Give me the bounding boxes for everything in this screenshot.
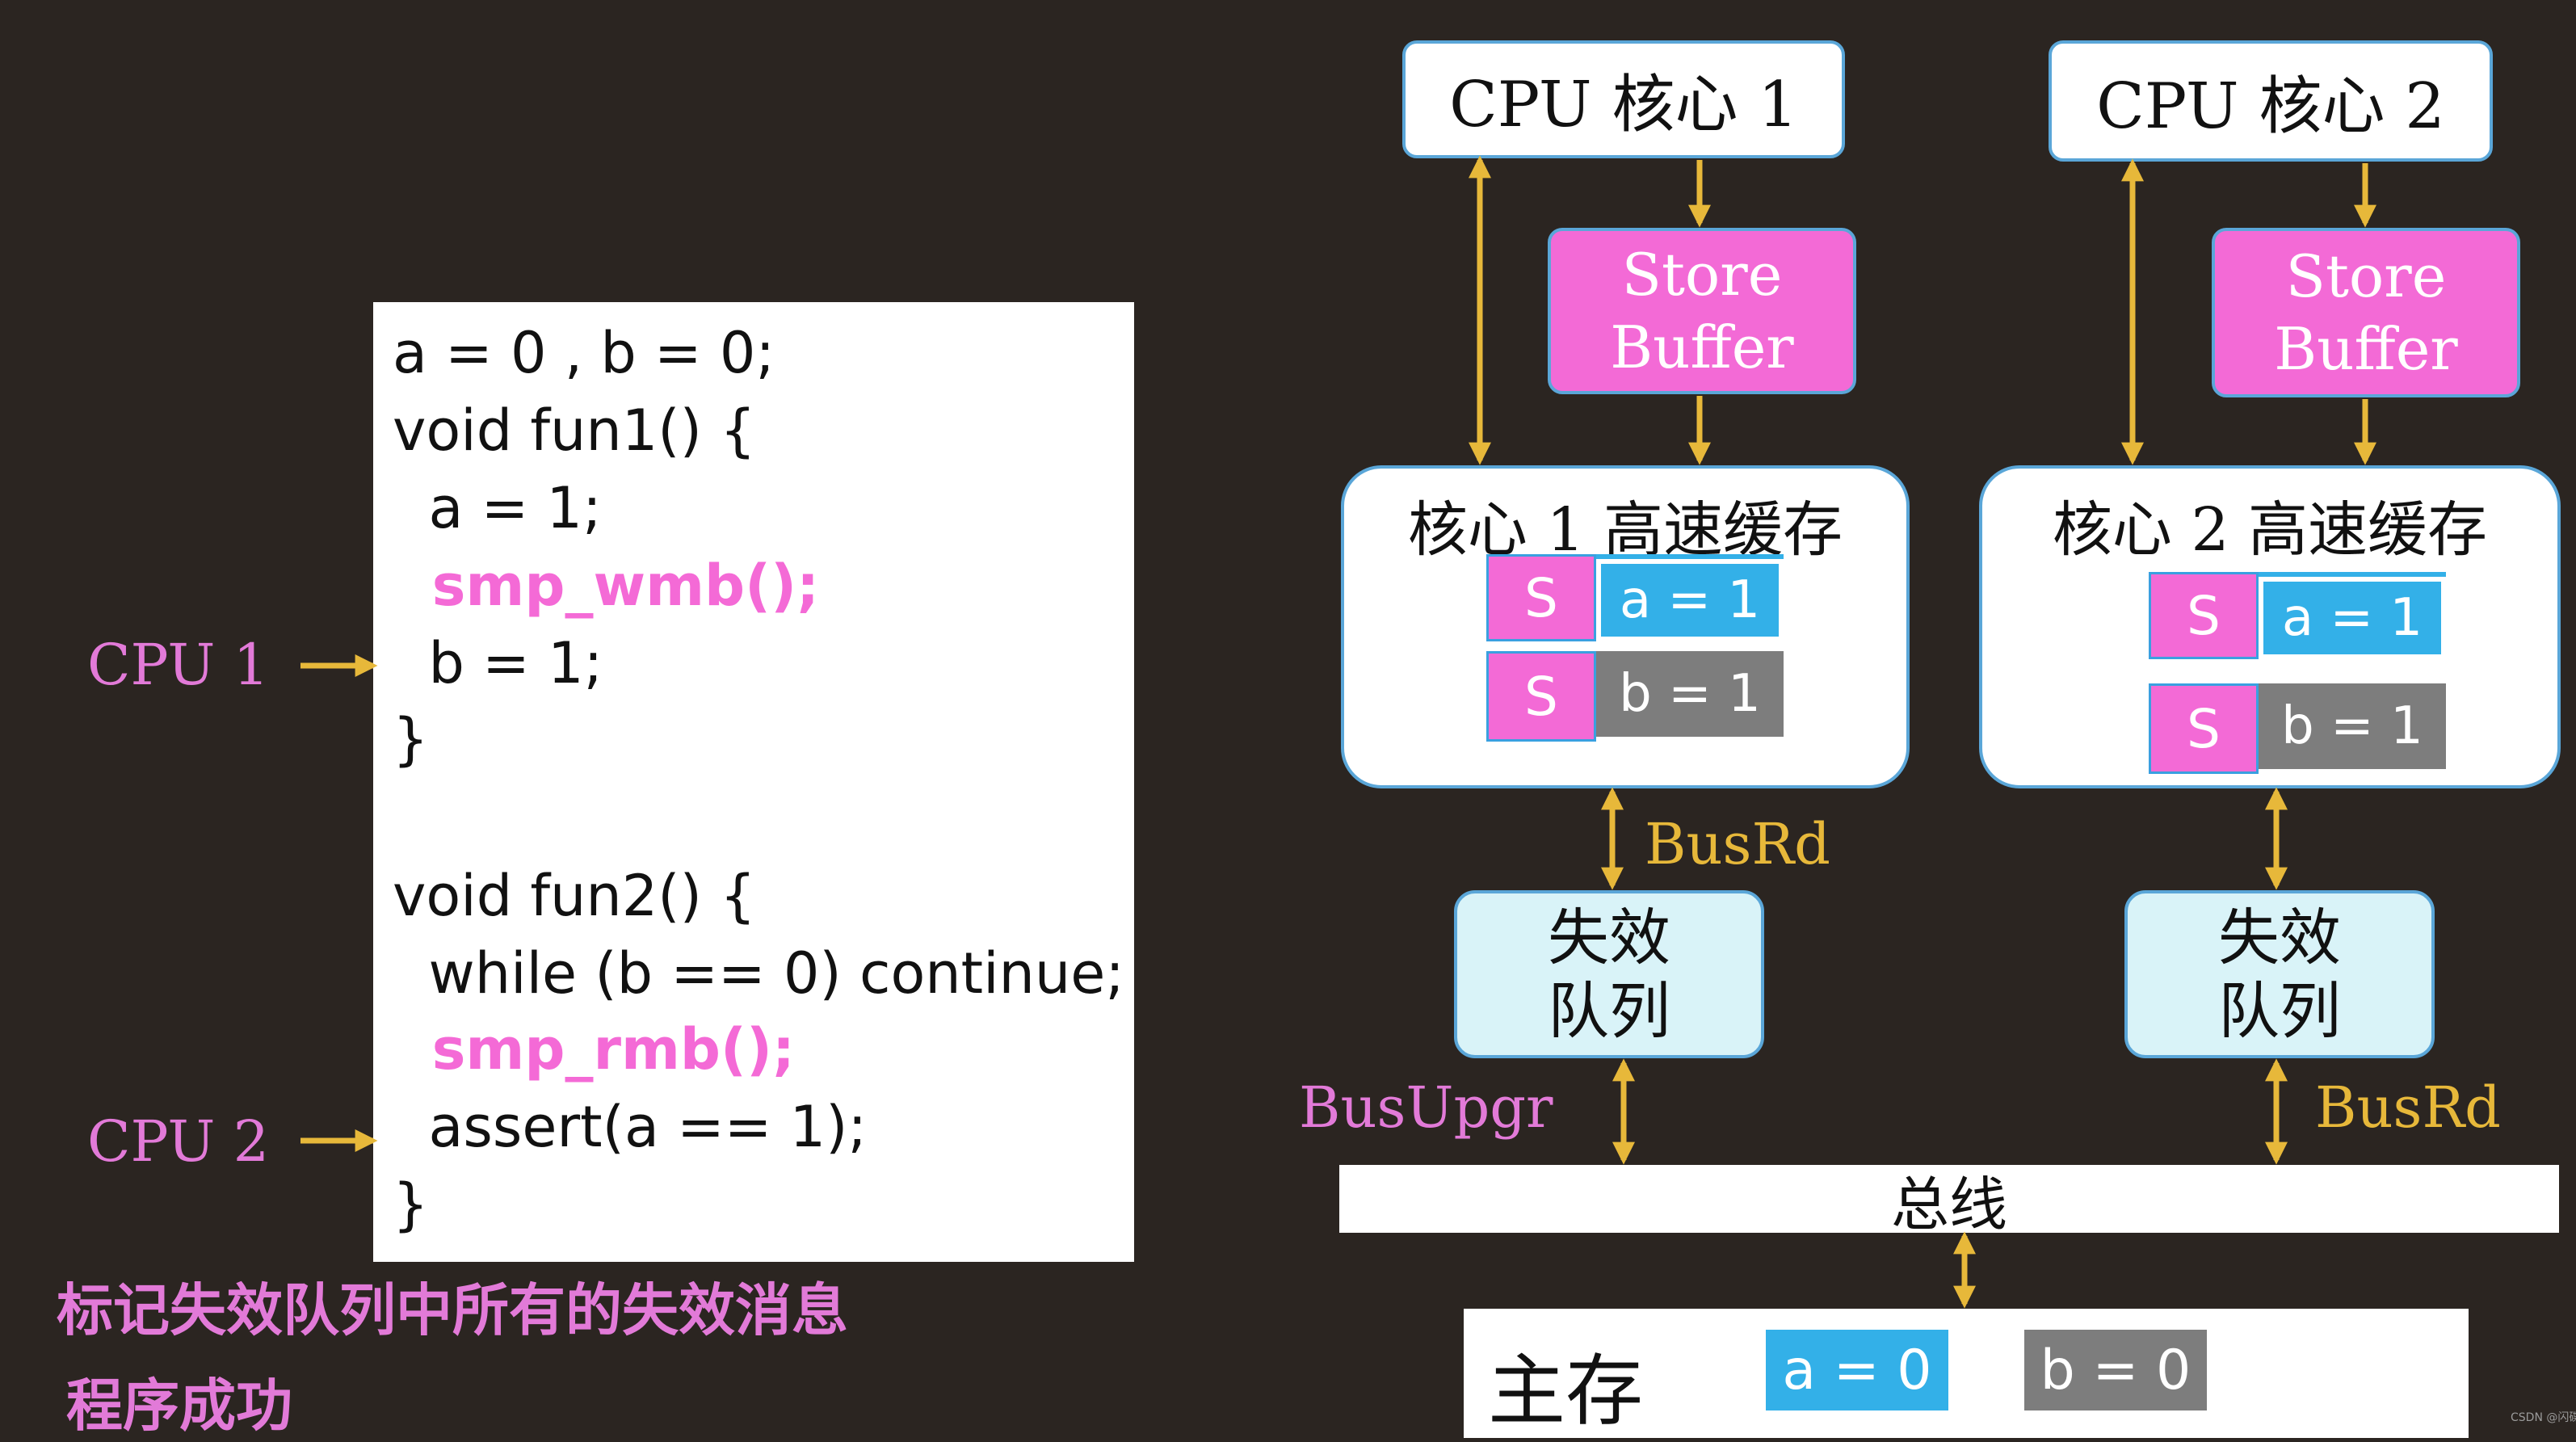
code-line-smp-rmb: smp_rmb();: [393, 1016, 795, 1083]
store-buffer-label: Store: [1621, 241, 1783, 309]
core1-line-b-value: b = 1: [1596, 651, 1784, 737]
watermark: CSDN @闪碟: [2511, 1411, 2576, 1424]
store-buffer-label: Buffer: [2274, 315, 2458, 383]
code-line: }: [393, 1171, 429, 1238]
bus-label-busupgr: BusUpgr: [1299, 1074, 1553, 1141]
cpu-core-1-box: CPU 核心 1: [1402, 40, 1845, 158]
store-buffer-label: Buffer: [1610, 313, 1794, 381]
code-line-smp-wmb: smp_wmb();: [393, 553, 820, 619]
code-line: }: [393, 706, 429, 772]
cpu-core-2-box: CPU 核心 2: [2049, 40, 2493, 162]
code-line: void fun2() {: [393, 863, 756, 929]
core1-store-buffer: Store Buffer: [1548, 228, 1856, 394]
bus-label-busrd-2: BusRd: [2315, 1074, 2501, 1141]
memory-value-a: a = 0: [1766, 1330, 1948, 1410]
queue-label: 失效: [1548, 901, 1670, 973]
core1-line-b-state: S: [1486, 651, 1596, 742]
queue-label: 队列: [2218, 975, 2341, 1047]
core2-line-b-state: S: [2149, 683, 2259, 774]
core1-line-a-value: a = 1: [1596, 554, 1784, 641]
core2-invalidate-queue: 失效 队列: [2124, 890, 2435, 1058]
code-panel: a = 0 , b = 0; void fun1() { a = 1; smp_…: [373, 302, 1134, 1262]
code-line: a = 1;: [393, 475, 602, 541]
core2-store-buffer: Store Buffer: [2212, 228, 2520, 397]
code-line: void fun1() {: [393, 397, 756, 464]
system-bus: 总线: [1339, 1165, 2559, 1238]
code-line: while (b == 0) continue;: [393, 940, 1124, 1007]
core2-line-a-state: S: [2149, 572, 2259, 659]
core1-line-a-state: S: [1486, 554, 1596, 641]
memory-value-b: b = 0: [2024, 1330, 2207, 1410]
queue-label: 队列: [1548, 975, 1670, 1047]
cpu1-label: CPU 1: [87, 632, 270, 698]
bus-label-busrd-1: BusRd: [1645, 811, 1830, 877]
core2-line-a-value: a = 1: [2259, 572, 2446, 659]
code-line: a = 0 , b = 0;: [393, 320, 775, 386]
queue-label: 失效: [2218, 901, 2341, 973]
code-line: assert(a == 1);: [393, 1094, 868, 1160]
store-buffer-label: Store: [2285, 242, 2447, 310]
core2-line-b-value: b = 1: [2259, 683, 2446, 769]
note-line-1: 标记失效队列中所有的失效消息: [57, 1276, 848, 1343]
core1-invalidate-queue: 失效 队列: [1454, 890, 1764, 1058]
core2-cache-title: 核心 2 高速缓存: [2052, 495, 2488, 565]
core1-cache-title: 核心 1 高速缓存: [1407, 495, 1843, 565]
code-line: b = 1;: [393, 630, 603, 696]
cpu2-label: CPU 2: [87, 1108, 270, 1175]
